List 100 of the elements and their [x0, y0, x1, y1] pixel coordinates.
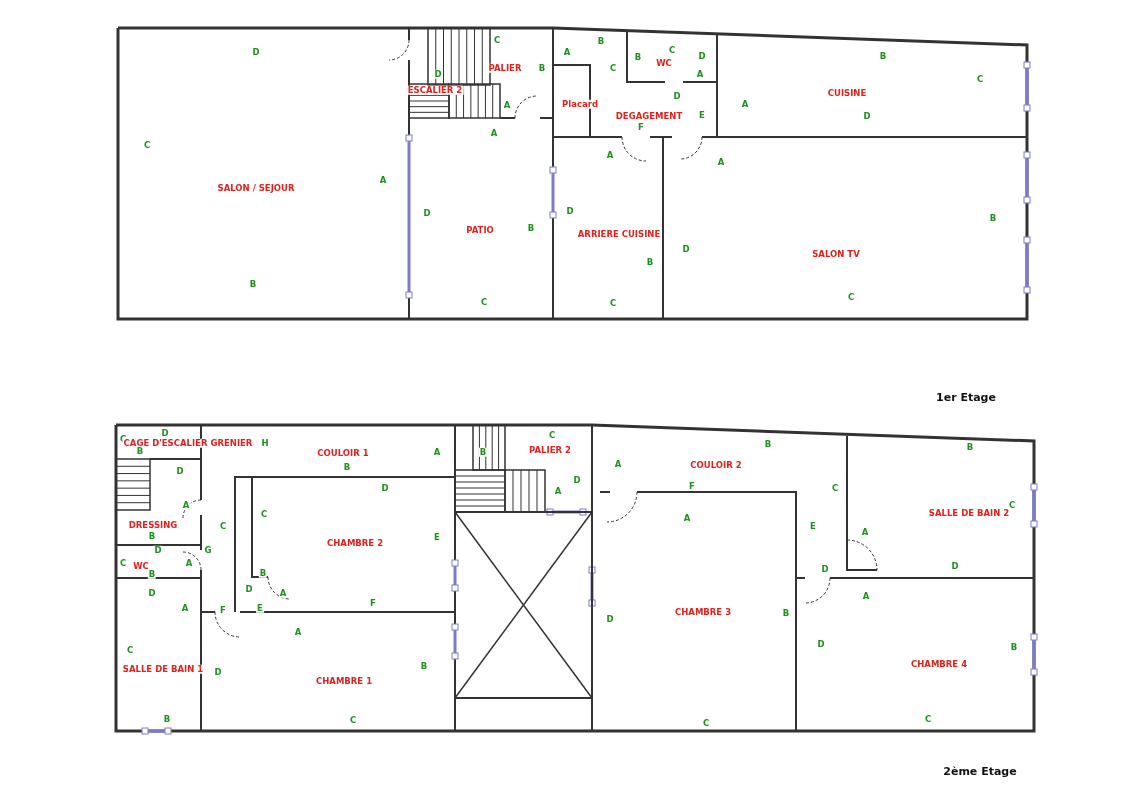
wall-letter: D: [565, 206, 575, 216]
wall-letter: D: [244, 584, 254, 594]
wall-letter: C: [547, 430, 557, 440]
room-name: CHAMBRE 2: [325, 538, 385, 548]
wall-letter: C: [218, 521, 228, 531]
wall-letter: A: [860, 527, 870, 537]
wall-letter: B: [633, 52, 643, 62]
wall-letter: B: [258, 568, 268, 578]
wall-letter: A: [562, 47, 572, 57]
wall-letter: D: [950, 561, 960, 571]
wall-letter: B: [478, 447, 488, 457]
room-name: Placard: [561, 99, 599, 109]
wall-letter: D: [251, 47, 261, 57]
wall-letter: D: [213, 667, 223, 677]
wall-letter: B: [162, 714, 172, 724]
room-name: PATIO: [465, 225, 495, 235]
wall-letter: B: [965, 442, 975, 452]
wall-letter: C: [975, 74, 985, 84]
wall-letter: C: [492, 35, 502, 45]
wall-letter: C: [142, 140, 152, 150]
wall-letter: C: [479, 297, 489, 307]
room-name: PALIER: [487, 63, 523, 73]
wall-letter: D: [433, 69, 443, 79]
wall-letter: B: [147, 569, 157, 579]
wall-letter: A: [682, 513, 692, 523]
wall-letter: D: [820, 564, 830, 574]
wall-letter: C: [259, 509, 269, 519]
wall-letter: A: [489, 128, 499, 138]
wall-letter: D: [175, 466, 185, 476]
wall-letter: D: [816, 639, 826, 649]
wall-letter: B: [147, 531, 157, 541]
wall-letter: D: [147, 588, 157, 598]
floor-title: 1er Etage: [935, 391, 997, 403]
wall-letter: B: [763, 439, 773, 449]
wall-letter: A: [180, 603, 190, 613]
room-name: PALIER 2: [528, 445, 572, 455]
wall-letter: A: [181, 500, 191, 510]
wall-letter: E: [809, 521, 817, 531]
room-name: WC: [132, 561, 150, 571]
wall-letter: D: [681, 244, 691, 254]
room-name: SALON TV: [811, 249, 861, 259]
floor-title: 2ème Etage: [942, 765, 1018, 777]
room-name: ARRIERE CUISINE: [576, 229, 662, 239]
wall-letter: D: [380, 483, 390, 493]
wall-letter: A: [553, 486, 563, 496]
wall-letter: E: [256, 603, 264, 613]
wall-letter: C: [608, 298, 618, 308]
room-name: ESCALIER 2: [406, 85, 464, 95]
wall-letter: B: [781, 608, 791, 618]
room-name: DEGAGEMENT: [614, 111, 684, 121]
wall-letter: D: [605, 614, 615, 624]
wall-letter: D: [160, 428, 170, 438]
wall-letter: B: [526, 223, 536, 233]
wall-letter: D: [672, 91, 682, 101]
wall-letter: D: [153, 545, 163, 555]
wall-letter: G: [203, 545, 213, 555]
room-name: SALLE DE BAIN 2: [927, 508, 1011, 518]
wall-letter: B: [596, 36, 606, 46]
wall-letter: D: [697, 51, 707, 61]
wall-letter: A: [378, 175, 388, 185]
wall-letter: A: [605, 150, 615, 160]
room-name: CUISINE: [826, 88, 868, 98]
wall-letter: A: [432, 447, 442, 457]
wall-letter: B: [645, 257, 655, 267]
wall-letter: D: [422, 208, 432, 218]
wall-letter: C: [667, 45, 677, 55]
wall-letter: D: [862, 111, 872, 121]
wall-letter: C: [701, 718, 711, 728]
wall-letter: B: [342, 462, 352, 472]
wall-letter: B: [878, 51, 888, 61]
wall-letter: C: [1007, 500, 1017, 510]
room-name: CHAMBRE 3: [673, 607, 733, 617]
wall-letter: C: [923, 714, 933, 724]
wall-letter: H: [260, 438, 270, 448]
wall-letter: A: [293, 627, 303, 637]
wall-letter: C: [608, 63, 618, 73]
room-name: CAGE D'ESCALIER GRENIER: [122, 438, 254, 448]
wall-letter: A: [861, 591, 871, 601]
room-name: WC: [655, 58, 673, 68]
wall-letter: B: [135, 446, 145, 456]
wall-letter: F: [369, 598, 377, 608]
wall-letter: E: [698, 110, 706, 120]
wall-letter: A: [716, 157, 726, 167]
wall-letter: A: [695, 69, 705, 79]
wall-letter: B: [1009, 642, 1019, 652]
wall-letter: E: [433, 532, 441, 542]
wall-letter: B: [419, 661, 429, 671]
wall-letter: C: [846, 292, 856, 302]
wall-letter: C: [830, 483, 840, 493]
room-name: COULOIR 1: [316, 448, 370, 458]
wall-letter: A: [278, 588, 288, 598]
wall-letter: D: [572, 475, 582, 485]
wall-letter: F: [637, 122, 645, 132]
wall-letter: A: [184, 558, 194, 568]
room-name: CHAMBRE 1: [314, 676, 374, 686]
room-name: SALON / SEJOUR: [216, 183, 296, 193]
room-name: DRESSING: [127, 520, 179, 530]
room-name: COULOIR 2: [689, 460, 743, 470]
wall-letter: A: [502, 100, 512, 110]
wall-letter: C: [348, 715, 358, 725]
